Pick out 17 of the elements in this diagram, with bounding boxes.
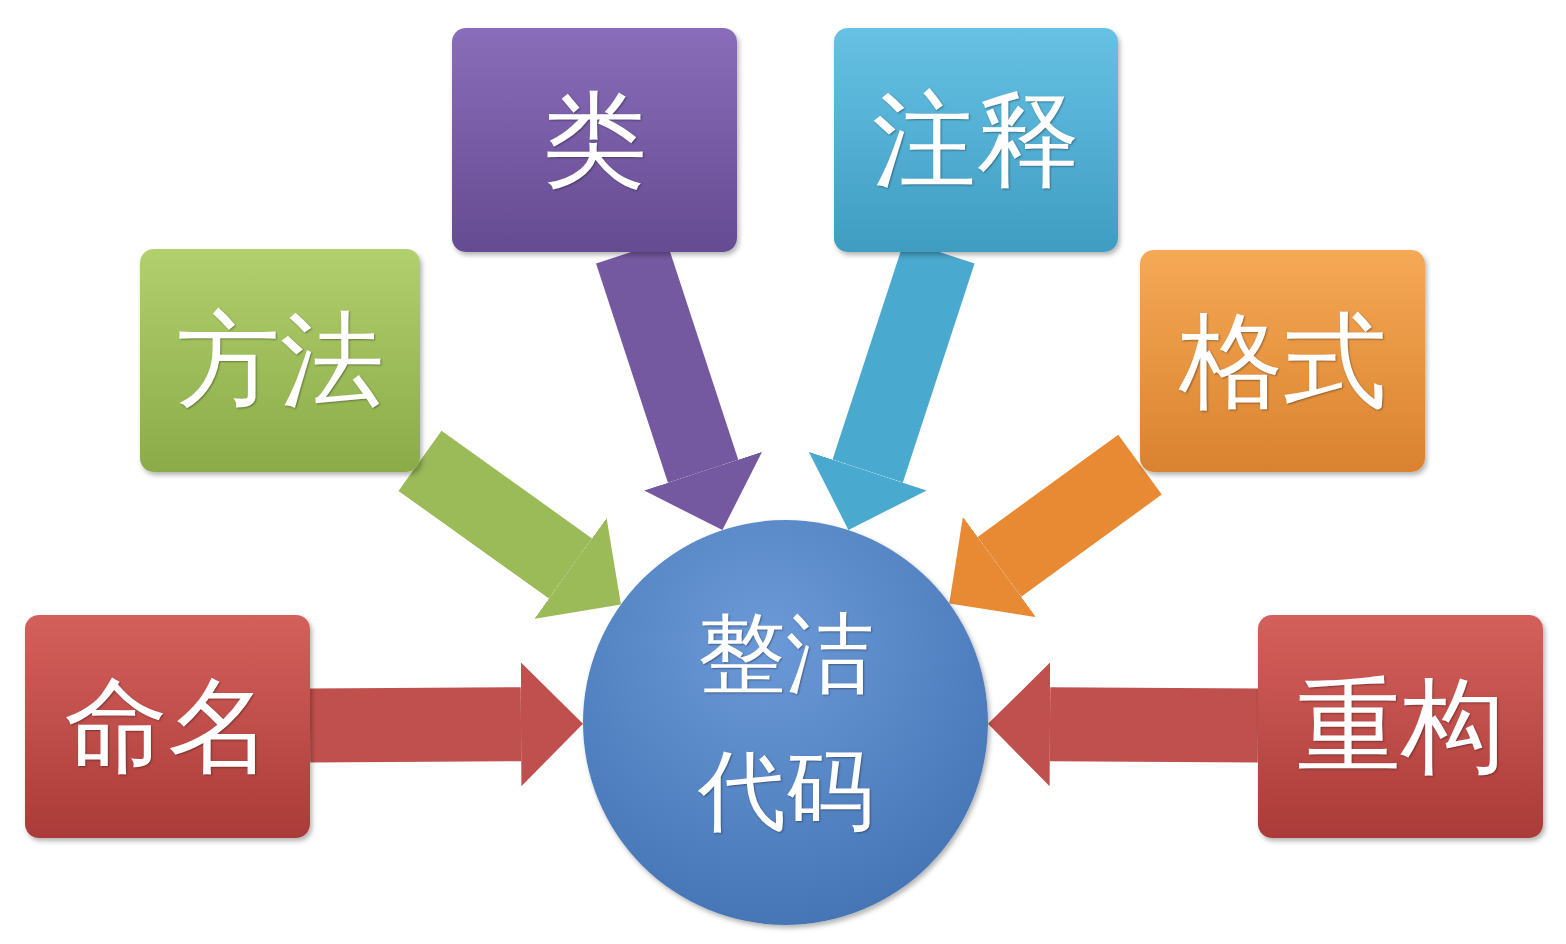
box-label: 格式 xyxy=(1178,298,1387,424)
topic-box xyxy=(1258,615,1543,838)
topic-box xyxy=(140,249,420,472)
block-arrow xyxy=(988,662,1259,787)
topic-box xyxy=(834,28,1118,252)
topic-box xyxy=(1140,250,1425,472)
circle-label: 整洁代码 xyxy=(696,601,875,844)
box-label: 注释 xyxy=(872,77,1080,203)
box-label: 重构 xyxy=(1296,664,1505,789)
topic-box xyxy=(25,615,310,838)
block-arrow xyxy=(949,434,1162,618)
topic-box xyxy=(452,28,737,252)
block-arrow xyxy=(309,662,583,787)
block-arrow xyxy=(398,430,621,619)
box-label: 方法 xyxy=(176,298,384,423)
box-label: 命名 xyxy=(63,664,272,789)
box-label: 类 xyxy=(542,77,647,203)
